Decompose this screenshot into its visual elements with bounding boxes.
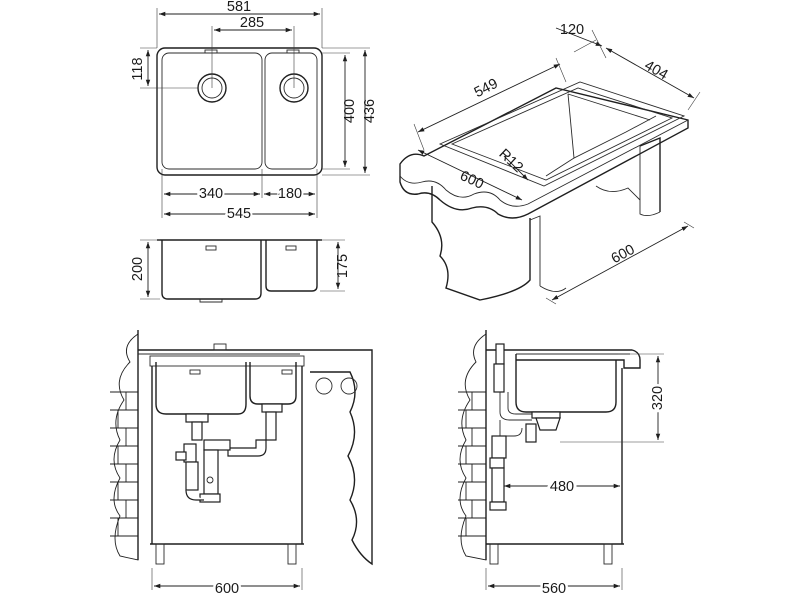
dim-436: 436: [362, 99, 378, 123]
dim-175: 175: [335, 254, 351, 278]
iso-view: 549 120 404 R12 600 600: [399, 22, 701, 305]
label-r12: R12: [496, 146, 526, 176]
brick-wall-right: [458, 391, 486, 537]
sink-outline-top: [156, 47, 323, 176]
dim-118: 118: [130, 57, 146, 80]
side-plumbing: [489, 343, 537, 511]
dim-600-depth: 600: [457, 168, 486, 193]
siphon-plumbing: [175, 403, 283, 503]
dim-560: 560: [542, 581, 566, 597]
brick-wall-left: [110, 391, 138, 537]
dim-120: 120: [560, 22, 584, 38]
dim-285: 285: [240, 15, 264, 31]
dim-600-width: 600: [609, 242, 638, 267]
dim-340: 340: [199, 186, 223, 202]
dim-400: 400: [342, 99, 358, 123]
dim-549: 549: [472, 76, 501, 101]
countertop: [399, 87, 689, 219]
dim-600-install: 600: [215, 581, 239, 597]
dim-320: 320: [650, 386, 666, 410]
dim-581: 581: [227, 0, 251, 15]
install-front-view: 600: [110, 330, 373, 600]
dim-200: 200: [130, 257, 146, 281]
small-bowl-section: [265, 240, 318, 292]
dim-180: 180: [278, 186, 302, 202]
front-view: 200 175: [130, 239, 351, 303]
top-view: 581 285 118 400 436 340 180 545: [130, 0, 378, 224]
dim-480: 480: [550, 479, 574, 495]
outlet-circle-icon: [315, 377, 333, 395]
dim-545: 545: [227, 206, 251, 222]
large-bowl-section: [161, 240, 262, 300]
dim-404: 404: [642, 58, 671, 84]
install-side-view: 320 480 560: [458, 330, 669, 600]
outlet-circle-icon: [340, 377, 358, 395]
small-bowl-top: [264, 52, 318, 170]
